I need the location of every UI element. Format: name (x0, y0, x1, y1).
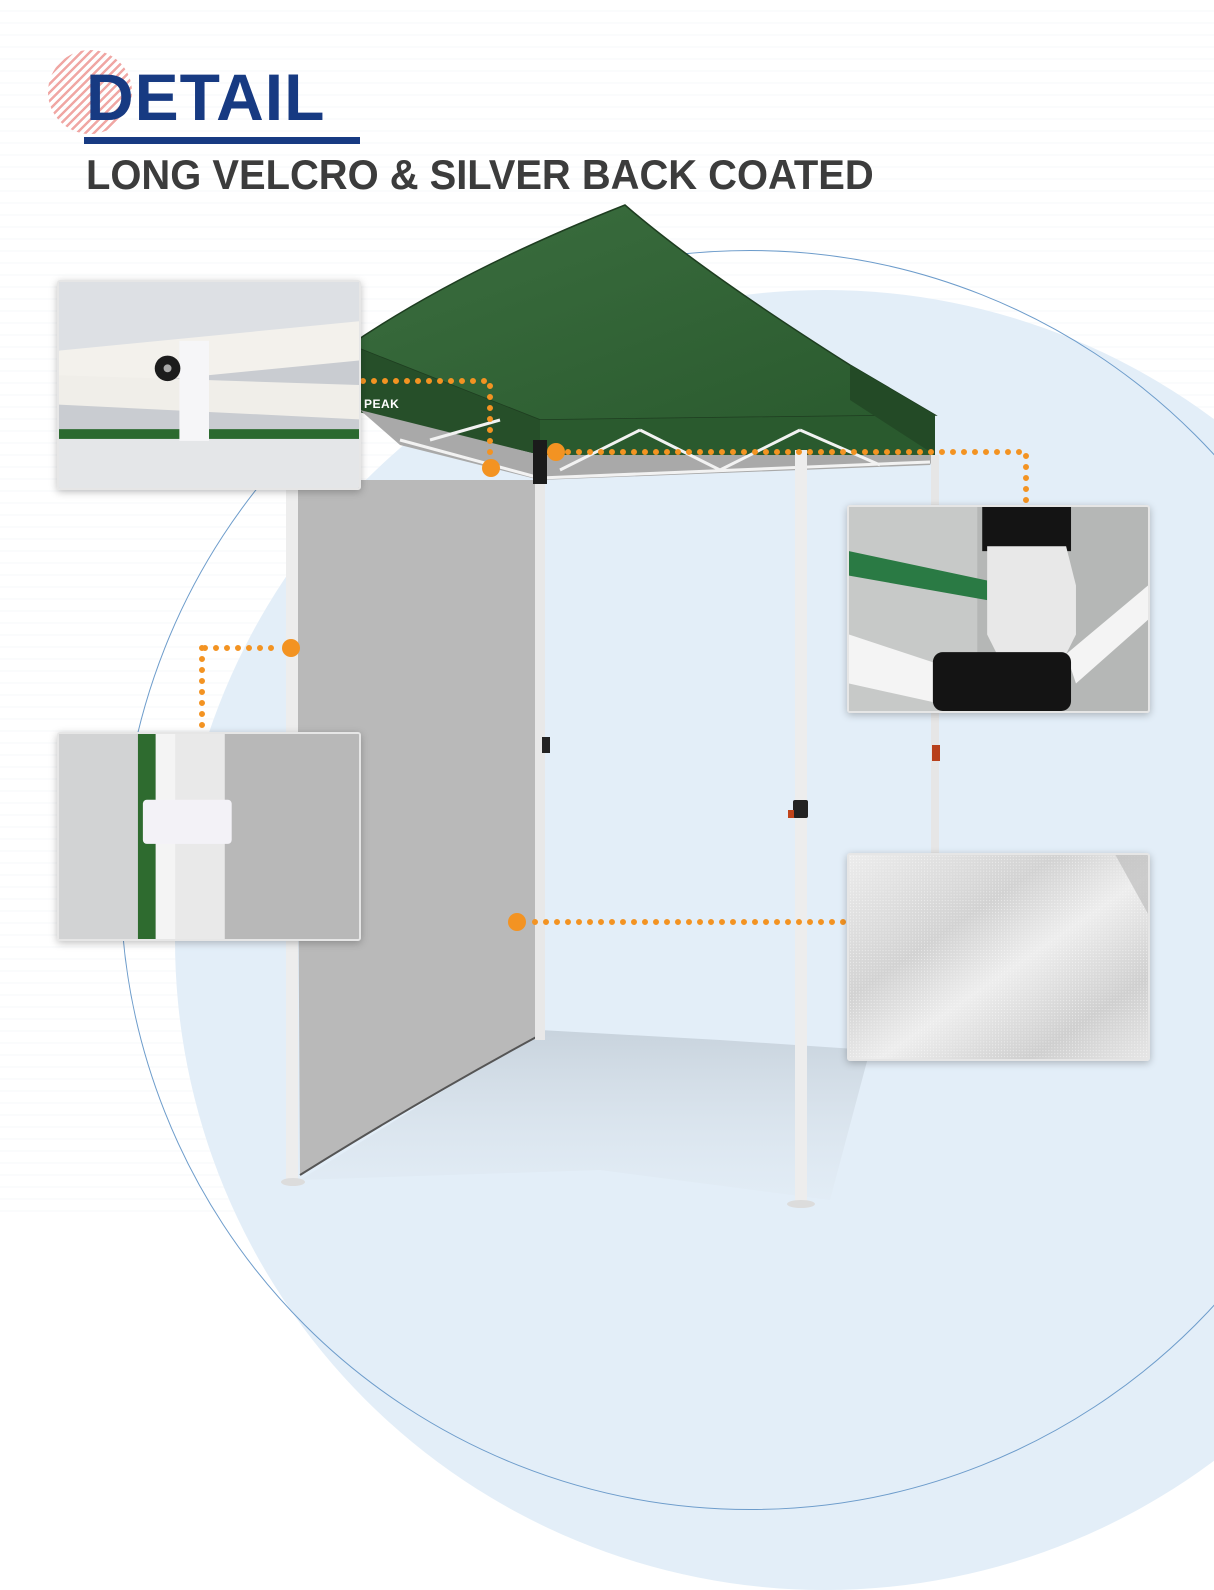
page-subtitle: LONG VELCRO & SILVER BACK COATED (86, 151, 874, 198)
title-underline (84, 137, 360, 144)
silver-sidewall (296, 480, 540, 1175)
page-title: DETAIL (86, 60, 326, 134)
silver-back-coating-texture-detail (847, 853, 1150, 1061)
velcro-frame-strap-detail (57, 280, 361, 490)
canopy-valance-front (350, 345, 540, 455)
striped-circle-decoration (48, 50, 132, 134)
brand-logo-label: PEAK (364, 397, 400, 411)
connector-top-right (565, 449, 1029, 523)
callout-marker-top-left (482, 459, 500, 477)
canopy-tent-illustration (281, 204, 940, 1208)
callout-marker-top-right (547, 443, 565, 461)
canopy-underside (360, 410, 935, 480)
velcro-leg-loop-detail (57, 732, 361, 941)
callout-marker-bottom (508, 913, 526, 931)
connector-top-left (327, 378, 493, 463)
corner-leg-bracket-detail (847, 505, 1150, 713)
callout-marker-left-middle (282, 639, 300, 657)
leg-front-middle (535, 470, 545, 1040)
canopy-roof-top (348, 204, 938, 421)
leg-front-right (795, 450, 807, 1202)
ground-shadow (300, 1030, 870, 1200)
